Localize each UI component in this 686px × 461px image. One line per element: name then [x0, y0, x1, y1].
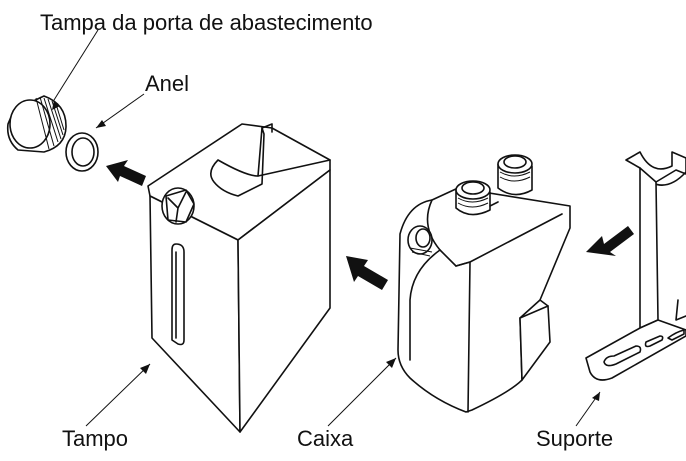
leader-lines	[52, 29, 601, 427]
label-lid: Tampo	[62, 426, 129, 451]
arrow-icon	[106, 160, 146, 186]
arrow-icon	[586, 226, 634, 256]
lid	[147, 123, 331, 433]
label-ring: Anel	[145, 71, 190, 96]
leader-fill-port-cap	[53, 29, 99, 101]
label-case: Caixa	[297, 426, 354, 451]
label-bracket: Suporte	[536, 426, 614, 451]
leader-case	[327, 357, 397, 427]
leader-lid	[85, 363, 151, 427]
leader-ring	[95, 93, 145, 129]
bracket	[585, 151, 686, 381]
label-fill-port-cap: Tampa da porta de abastecimento	[40, 10, 373, 35]
arrow-icon	[346, 256, 388, 290]
fill-port-cap	[6, 95, 67, 153]
case	[397, 154, 571, 413]
ring	[65, 132, 99, 172]
